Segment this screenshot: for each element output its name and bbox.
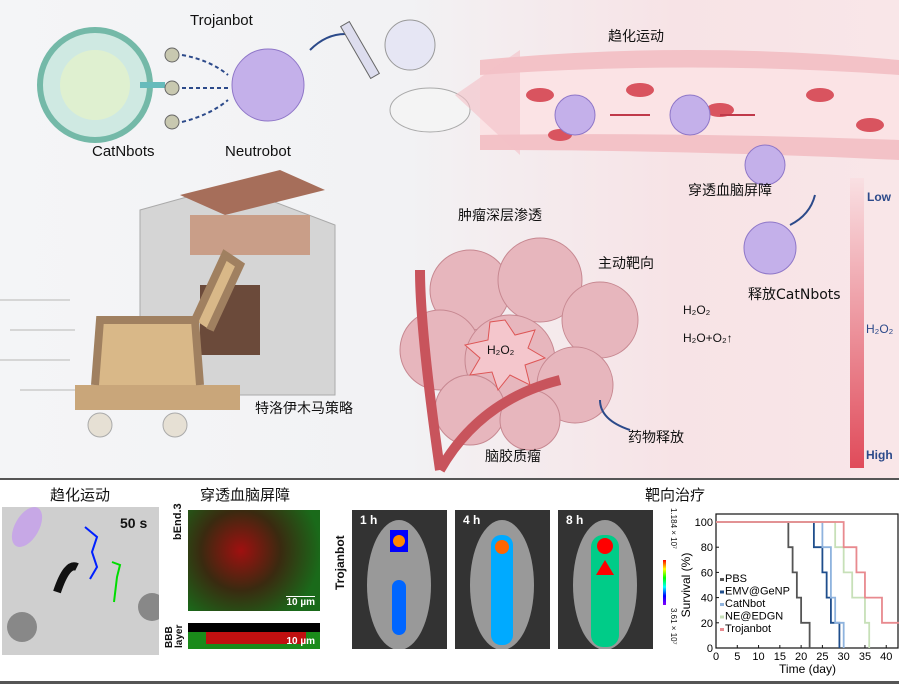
series-line-needgn [716,521,871,648]
label-tumor-penetration: 肿瘤深层渗透 [458,208,542,224]
imaging-1h: 1 h [352,510,447,649]
label-glioma: 脑胶质瘤 [485,449,541,465]
timepoint-label: 8 h [566,513,584,527]
label-chemotaxis: 趋化运动 [608,29,664,45]
divider [0,478,899,480]
colorbar-min: 3.61 × 10⁷ [669,608,678,645]
legend-swatch [720,615,724,619]
colorbar [663,560,666,605]
x-tick-label: 20 [795,651,807,663]
y-tick-label: 20 [701,618,713,630]
label-row-trojanbot: Trojanbot [333,535,347,590]
bbb-layer-image: 10 µm [188,623,320,649]
x-tick-label: 25 [816,651,828,663]
series-line-trojanbot [716,521,899,624]
series-line-emvgenp [716,521,841,648]
label-h2o2-axis: H₂O₂ [866,322,894,336]
legend-swatch [720,603,724,606]
x-tick-label: 15 [774,651,786,663]
title-targeting: 靶向治疗 [645,486,706,504]
schematic-illustration [0,19,899,473]
x-tick-label: 10 [752,651,764,663]
h2o2-gradient-bar [850,178,864,468]
label-active-targeting: 主动靶向 [598,256,654,272]
imaging-8h: 8 h [558,510,653,649]
y-tick-label: 60 [701,567,713,579]
title-bbb: 穿透血脑屏障 [200,486,291,504]
legend-entry: NE@EDGN [725,611,783,623]
x-tick-label: 40 [880,651,892,663]
series-line-catnbot [716,521,845,648]
timepoint-label: 4 h [463,513,481,527]
chemotaxis-image: 50 s [2,507,159,655]
y-tick-label: 80 [701,542,713,554]
label-h2o2: H₂O₂ [683,303,711,317]
imaging-4h: 4 h [455,510,550,649]
title-chemotaxis: 趋化运动 [50,486,111,504]
label-bbb: 穿透血脑屏障 [688,183,772,199]
tumor-vessel [415,269,562,473]
bend3-image: 10 µm [188,510,320,611]
label-high: High [866,448,893,462]
h2o2-burst [463,319,547,392]
x-tick-label: 5 [734,651,740,663]
label-trojanbot: Trojanbot [190,12,253,29]
label-trojan-strategy: 特洛伊木马策略 [255,401,353,417]
scale-bar-2: 10 µm [286,636,315,647]
y-axis-label: Survival (%) [680,553,693,618]
x-tick-label: 0 [713,651,719,663]
y-tick-label: 0 [707,643,713,655]
x-axis-label: Time (day) [779,662,836,676]
label-catnbots: CatNbots [92,143,155,160]
legend-entry: EMV@GeNP [725,586,790,598]
y-tick-label: 40 [701,593,713,605]
timepoint-label: 1 h [360,513,378,527]
colorbar-max: 1.184 × 10⁷ [669,508,678,549]
label-low: Low [867,190,891,204]
legend-swatch [720,578,724,581]
scale-bar-1: 10 µm [286,596,315,608]
legend-entry: Trojanbot [725,623,771,635]
x-tick-label: 30 [838,651,850,663]
legend-swatch [720,628,724,631]
y-tick-label: 100 [695,517,713,529]
schematic-panel: Trojanbot CatNbots Neutrobot 趋化运动 穿透血脑屏障… [0,0,899,478]
plot-frame [715,513,899,649]
legend-entry: PBS [725,573,747,585]
label-bbb-layer: BBB layer [164,624,185,648]
legend-swatch [720,590,724,594]
series-line-pbs [716,521,811,648]
label-drug-release: 药物释放 [628,430,684,446]
label-products: H₂O+O₂↑ [683,331,733,345]
bottom-border [0,681,899,684]
label-neutrobot: Neutrobot [225,143,291,160]
label-release: 释放CatNbots [748,287,841,303]
label-h2o2-tumor: H₂O₂ [487,343,515,357]
label-bend3: bEnd.3 [172,503,184,540]
legend-entry: CatNbot [725,598,765,610]
x-tick-label: 35 [859,651,871,663]
time-label: 50 s [120,515,148,531]
